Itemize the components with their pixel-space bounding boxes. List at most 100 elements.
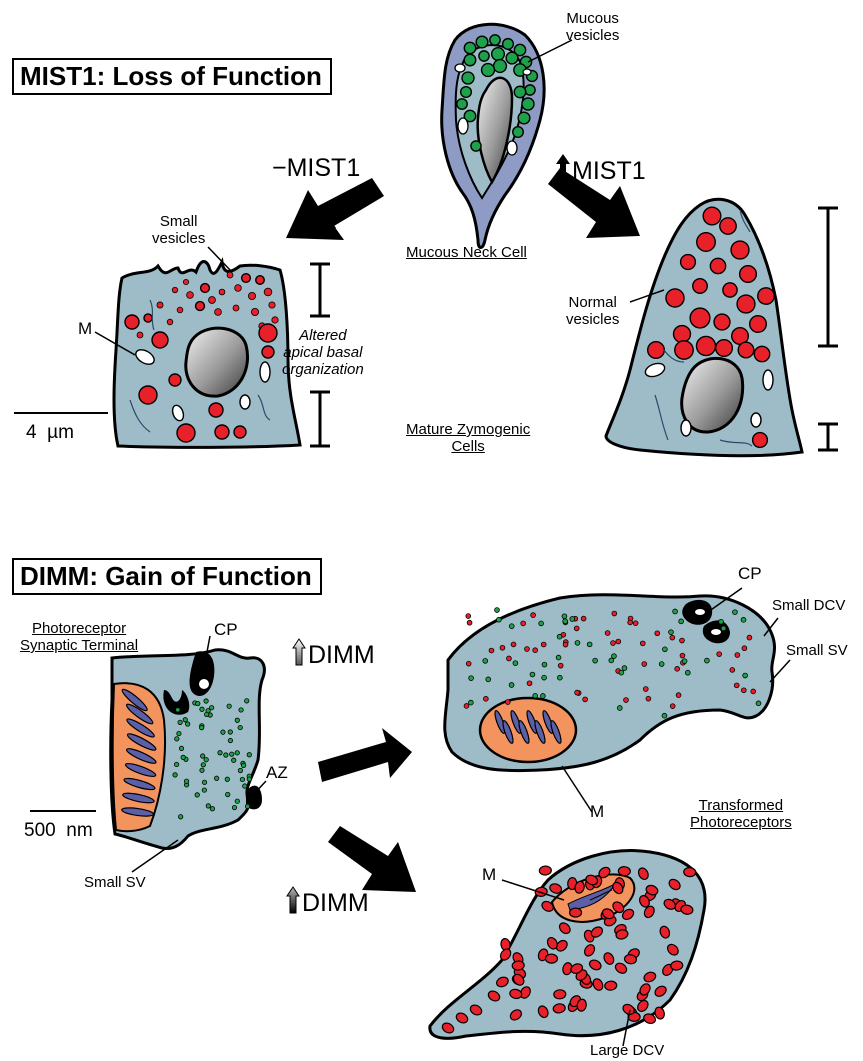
small-dcv — [680, 638, 685, 643]
normal-vesicle — [648, 342, 665, 359]
small-sv — [469, 676, 474, 681]
small-sv — [682, 659, 687, 664]
small-sv — [241, 763, 245, 767]
normal-vesicle — [753, 433, 768, 448]
small-sv — [741, 617, 746, 622]
small-sv — [556, 655, 561, 660]
small-sv — [662, 713, 667, 718]
mucous-vesicle — [490, 35, 500, 45]
large-dcv — [604, 981, 617, 991]
normal-vesicle — [750, 316, 767, 333]
small-sv — [240, 777, 244, 781]
vesicle — [234, 426, 246, 438]
small-vesicle — [137, 332, 143, 338]
small-sv — [175, 737, 179, 741]
normal-vesicles-label: Normal vesicles — [566, 294, 619, 328]
dimm-top-label: DIMM — [292, 638, 375, 669]
normal-vesicle — [693, 279, 708, 294]
mucous-vesicle — [514, 86, 525, 97]
mucous-neck-cell-label: Mucous Neck Cell — [406, 244, 527, 261]
small-dcv — [717, 652, 722, 657]
small-vesicle — [233, 305, 239, 311]
small-sv — [200, 707, 204, 711]
small-sv — [557, 675, 562, 680]
mucous-vesicle — [464, 54, 476, 66]
small-sv — [622, 666, 627, 671]
mucous-vesicle — [476, 36, 488, 48]
mucous-vesicle — [471, 141, 481, 151]
small-dcv — [541, 642, 546, 647]
cp-label-right: CP — [738, 565, 762, 582]
small-sv — [228, 730, 232, 734]
small-vesicle — [157, 302, 163, 308]
small-dcv — [558, 663, 563, 668]
small-dcv — [670, 704, 675, 709]
large-dcv — [618, 866, 630, 876]
small-sv — [513, 661, 518, 666]
small-sv — [227, 704, 231, 708]
small-sv — [174, 762, 178, 766]
small-dcv — [483, 696, 488, 701]
mitochondria-label-top: M — [78, 320, 92, 337]
small-sv — [496, 617, 501, 622]
mist1-null-cell — [114, 262, 300, 448]
small-dcv — [734, 683, 739, 688]
arrow-top-dimm — [318, 728, 412, 782]
small-sv — [669, 630, 674, 635]
large-dcv — [545, 954, 557, 963]
up-mist1-label: MIST1 — [556, 154, 646, 185]
normal-vesicle — [754, 346, 769, 361]
small-vesicle — [201, 284, 210, 293]
small-sv — [533, 693, 538, 698]
small-dcv — [616, 639, 621, 644]
normal-vesicle — [710, 258, 725, 273]
small-sv — [206, 804, 210, 808]
small-sv — [183, 718, 187, 722]
dimm-bottom-text: DIMM — [302, 889, 369, 917]
az-label: AZ — [266, 764, 288, 781]
mucous-vesicle — [518, 112, 530, 124]
small-sv — [177, 731, 181, 735]
up-arrow-gradient-icon — [292, 638, 306, 666]
large-dcv — [570, 908, 582, 917]
altered-organization-label: Altered apical basal organization — [282, 327, 364, 378]
normal-vesicle — [758, 288, 774, 304]
normal-vesicle — [740, 266, 757, 283]
small-vesicle — [235, 285, 242, 292]
normal-vesicle — [723, 283, 737, 297]
small-sv — [202, 788, 206, 792]
small-sv — [575, 640, 580, 645]
small-sv — [239, 708, 243, 712]
small-dcv — [640, 641, 645, 646]
small-sv — [200, 768, 204, 772]
small-dcv — [751, 689, 756, 694]
small-sv — [662, 647, 667, 652]
small-sv — [228, 738, 232, 742]
transformed-photoreceptor-top — [445, 595, 775, 771]
small-vesicle — [177, 307, 183, 313]
normal-vesicle — [674, 326, 691, 343]
small-sv — [247, 753, 251, 757]
small-sv — [173, 773, 177, 777]
small-vesicle — [187, 292, 194, 299]
small-vesicle — [144, 314, 152, 322]
small-sv — [232, 805, 236, 809]
small-sv — [210, 807, 214, 811]
normal-vesicle — [681, 255, 696, 270]
arrow-bottom-dimm — [328, 826, 416, 892]
small-vesicle — [251, 308, 258, 315]
mucous-vesicle — [494, 60, 507, 73]
small-vesicle — [272, 317, 278, 323]
vesicle — [259, 324, 277, 342]
small-sv — [587, 642, 592, 647]
normal-vesicle — [697, 233, 716, 252]
normal-vesicle — [666, 289, 684, 307]
normal-vesicle — [696, 336, 715, 355]
normal-basal-bar — [818, 424, 838, 450]
small-sv — [509, 683, 514, 688]
small-sv — [486, 677, 491, 682]
small-sv — [238, 725, 242, 729]
small-sv — [570, 617, 575, 622]
transformed-photoreceptor-bottom — [430, 851, 705, 1039]
